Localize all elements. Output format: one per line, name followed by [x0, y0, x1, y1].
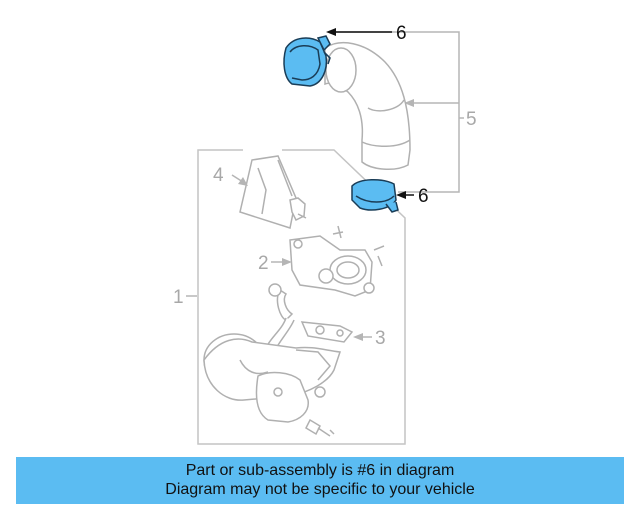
clamp-top	[283, 35, 331, 87]
hose-bracket	[329, 31, 464, 193]
callout-6-bottom: 6	[418, 186, 429, 207]
banner-line-2: Diagram may not be specific to your vehi…	[165, 481, 475, 498]
info-banner: Part or sub-assembly is #6 in diagram Di…	[16, 457, 624, 504]
gasket	[300, 321, 354, 343]
callout-4: 4	[213, 165, 224, 186]
throttle-body	[289, 225, 385, 297]
callout-leaders	[186, 28, 414, 341]
banner-line-1: Part or sub-assembly is #6 in diagram	[185, 462, 455, 479]
callout-6-top: 6	[396, 23, 407, 44]
callout-1: 1	[173, 287, 184, 308]
intake-hose	[324, 41, 411, 170]
sensor-module	[239, 155, 307, 229]
parts-diagram: 6 6 5 4 2 3 1	[173, 23, 477, 445]
bolts	[268, 283, 335, 437]
callout-5: 5	[466, 109, 477, 130]
callout-3: 3	[375, 328, 386, 349]
clamp-bottom	[351, 179, 399, 213]
callout-2: 2	[258, 253, 269, 274]
assembly-bracket	[197, 149, 406, 445]
intake-elbow	[203, 288, 342, 423]
